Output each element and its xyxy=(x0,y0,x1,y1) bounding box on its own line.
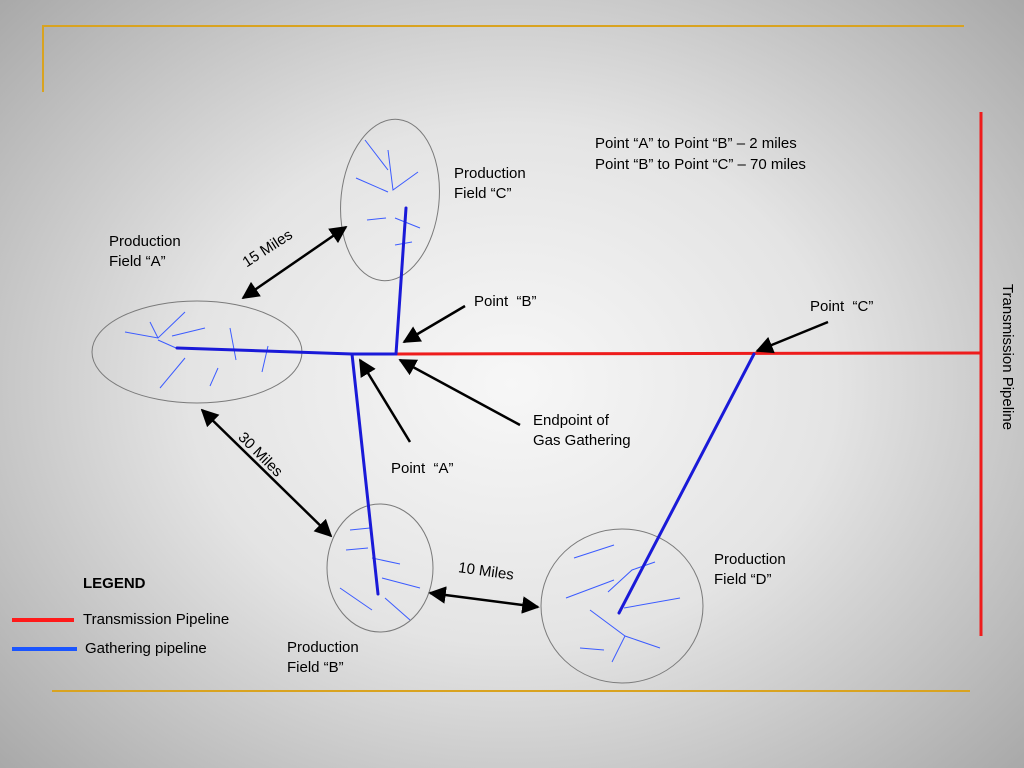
transmission-pipeline xyxy=(393,112,983,636)
legend-item-transmission: Transmission Pipeline xyxy=(83,611,230,628)
field-a-label: Production Field “A” xyxy=(109,233,181,270)
legend-item-gathering: Gathering pipeline xyxy=(85,640,207,657)
field-internal-lines xyxy=(124,139,681,663)
point-b-label: Point “B” xyxy=(474,293,537,310)
field-c-ellipse xyxy=(340,118,440,282)
production-field-ellipses xyxy=(91,118,704,684)
field-c-label: Production Field “C” xyxy=(454,165,526,202)
point-a-label: Point “A” xyxy=(391,460,454,477)
field-d-ellipse xyxy=(540,528,704,684)
field-b-label: Production Field “B” xyxy=(287,639,359,676)
distance-ab-text: Point “A” to Point “B” – 2 miles xyxy=(595,135,797,152)
transmission-vertical-label: Transmission Pipeline xyxy=(999,283,1016,431)
legend-title: LEGEND xyxy=(83,575,146,592)
frame-lines xyxy=(42,25,970,692)
pointer-arrows xyxy=(358,304,829,443)
field-b-ellipse xyxy=(326,503,434,633)
distance-arrows xyxy=(200,225,540,614)
legend-swatches xyxy=(12,618,77,651)
distance-bc-text: Point “B” to Point “C” – 70 miles xyxy=(595,156,806,173)
point-c-label: Point “C” xyxy=(810,298,874,315)
endpoint-label: Endpoint of Gas Gathering xyxy=(533,412,631,449)
field-d-label: Production Field “D” xyxy=(714,551,786,588)
gathering-pipelines xyxy=(175,206,756,615)
